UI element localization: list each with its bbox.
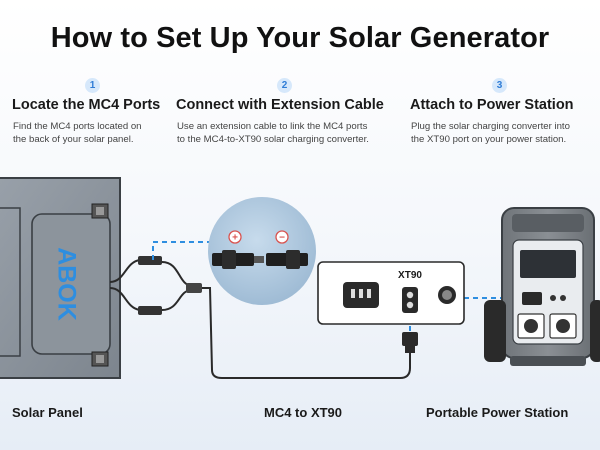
ac-outlet-pin-center [359,289,363,298]
step-3-desc-line-2: the XT90 port on your power station. [411,134,567,145]
ac-outlet-pin-left [351,289,355,298]
label-converter: MC4 to XT90 [264,405,343,420]
extension-cable-lower [161,289,193,311]
label-power-station: Portable Power Station [426,405,569,420]
station-ac-socket-left [524,319,538,333]
station-ac-socket-right [556,319,570,333]
xt90-port [402,287,418,313]
station-xt90-port [522,292,542,305]
step-3-title: Attach to Power Station [410,97,574,113]
ac-outlet-pin-right [367,289,371,298]
converter-panel: XT90 [317,261,465,325]
mc4-connectors [138,256,202,315]
solar-panel-slot-left [0,207,21,357]
converter-cable [200,287,411,379]
step-1-badge: 1 [85,78,100,93]
step-3-badge: 3 [492,78,507,93]
mc4-cable-lower [109,287,141,311]
xt90-label: XT90 [398,270,422,281]
mc4-connector-upper [138,256,162,265]
step-3-desc-line-1: Plug the solar charging converter into [411,121,570,132]
xt90-pin-top [406,291,414,299]
mc4-cable-upper [109,259,141,283]
station-wheel-left [484,300,506,362]
mc4-male-pin [254,256,264,263]
xt90-pin-bottom [406,301,414,309]
step-2-description: Use an extension cable to link the MC4 p… [177,120,369,146]
solar-panel: ABOK [0,177,121,379]
power-station [484,207,600,366]
zoom-circle [208,197,316,305]
plus-badge [228,230,242,244]
step-1-description: Find the MC4 ports located on the back o… [13,120,142,146]
label-solar-panel: Solar Panel [12,405,83,420]
minus-badge [275,230,289,244]
step-3-description: Plug the solar charging converter into t… [411,120,570,146]
step-2-title: Connect with Extension Cable [176,97,384,113]
step-1-desc-line-1: Find the MC4 ports located on [13,121,142,132]
round-port-core [442,290,452,300]
station-display [520,250,576,278]
station-base [510,356,586,366]
minus-symbol: − [279,233,285,244]
station-handle [512,214,584,232]
station-port-1 [550,295,556,301]
mc4-female-grip [286,250,300,269]
step-2-badge: 2 [277,78,292,93]
xt90-plug [402,332,418,353]
panel-bracket-bottom-hole [96,355,104,363]
station-wheel-right [590,300,600,362]
xt90-plug-body [402,332,418,346]
step-1-desc-line-2: the back of your solar panel. [13,134,134,145]
panel-logo: ABOK [52,247,80,321]
converter-panel-frame [317,261,465,325]
plus-symbol: + [232,233,238,244]
mc4-zoom-view: + − [208,197,316,305]
solar-panel-junction-area [31,213,111,355]
extension-cable-upper [161,261,193,287]
page-title: How to Set Up Your Solar Generator [50,22,550,54]
mc4-connector-lower [138,306,162,315]
mc4-male-grip [222,250,236,269]
callout-zoom [152,241,212,260]
y-splitter [186,283,202,293]
step-2-desc-line-2: to the MC4-to-XT90 solar charging conver… [177,134,369,145]
step-1-title: Locate the MC4 Ports [12,97,161,113]
step-2-desc-line-1: Use an extension cable to link the MC4 p… [177,121,368,132]
station-port-2 [560,295,566,301]
panel-bracket-top-hole [96,207,104,215]
xt90-plug-neck [405,346,415,353]
